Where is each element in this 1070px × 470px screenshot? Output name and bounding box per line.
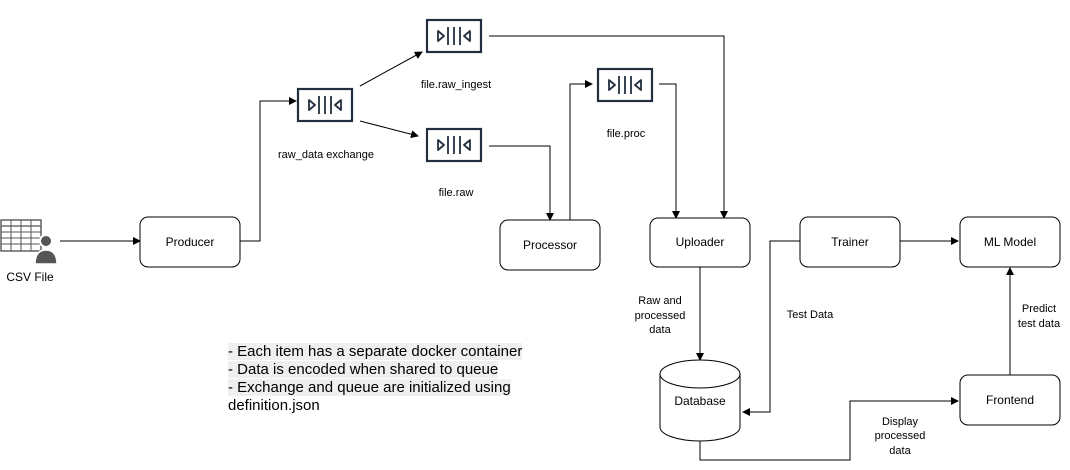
note-line: - Each item has a separate docker contai… (228, 343, 523, 361)
exchange-label: raw_data exchange (278, 149, 374, 161)
edge-exchange-to-raw-ingest (359, 51, 423, 87)
edge-raw-to-processor (489, 145, 554, 221)
processor-node[interactable]: Processor (499, 219, 601, 271)
uploader-node[interactable]: Uploader (649, 217, 751, 268)
note-text: - Data is encoded when shared to queue (228, 361, 499, 378)
edge-raw-ingest-to-uploader (489, 35, 728, 219)
ml-model-node[interactable]: ML Model (959, 216, 1061, 268)
note-line: definition.json (228, 397, 522, 415)
producer-label: Producer (166, 235, 215, 249)
edge-label-line: Raw and (638, 295, 681, 307)
queue-raw-ingest-label: file.raw_ingest (421, 79, 491, 91)
frontend-label: Frontend (986, 393, 1034, 407)
queue-icon (425, 18, 483, 54)
queue-proc-node[interactable]: file.proc (596, 67, 654, 140)
edge-label-test-data: Test Data (787, 309, 834, 321)
producer-node[interactable]: Producer (139, 216, 241, 268)
edge-label-line: Display (882, 416, 919, 428)
edge-label-line: processed (875, 430, 926, 442)
note-text: definition.json (228, 397, 320, 414)
database-cylinder-icon (659, 374, 741, 442)
exchange-icon (296, 87, 354, 123)
note-text: - Exchange and queue are initialized usi… (228, 379, 511, 396)
edge-label-predict: Predict test data (1018, 303, 1061, 330)
edge-database-to-frontend (699, 397, 959, 461)
edge-label-line: data (889, 445, 911, 457)
edge-trainer-to-database (742, 240, 800, 416)
queue-raw-label: file.raw (439, 187, 474, 199)
edge-producer-to-exchange (240, 97, 297, 242)
exchange-node[interactable]: raw_data exchange (278, 87, 374, 161)
edge-label-line: test data (1018, 318, 1061, 330)
edge-label-display: Display processed data (875, 416, 926, 457)
processor-label: Processor (523, 238, 577, 252)
edge-exchange-to-raw (359, 120, 419, 139)
queue-raw-node[interactable]: file.raw (425, 127, 483, 199)
ml-model-label: ML Model (984, 235, 1036, 249)
edge-proc-to-uploader (659, 83, 680, 219)
queue-proc-label: file.proc (607, 128, 646, 140)
frontend-node[interactable]: Frontend (959, 374, 1061, 426)
edge-label-line: Predict (1022, 303, 1056, 315)
trainer-node[interactable]: Trainer (799, 216, 901, 268)
queue-icon (596, 67, 654, 103)
queue-raw-ingest-node[interactable]: file.raw_ingest (421, 18, 491, 91)
note-line: - Data is encoded when shared to queue (228, 361, 522, 379)
spreadsheet-user-icon (0, 219, 58, 265)
database-node[interactable]: Database (659, 359, 741, 442)
note-line: - Exchange and queue are initialized usi… (228, 379, 522, 397)
csv-file-label: CSV File (6, 270, 54, 284)
edge-label-raw-processed: Raw and processed data (635, 295, 686, 336)
edges (60, 35, 1014, 461)
notes-block: - Each item has a separate docker contai… (228, 343, 523, 415)
queue-icon (425, 127, 483, 163)
csv-file-node: CSV File (0, 219, 58, 284)
edge-processor-to-proc (569, 80, 593, 220)
edge-label-line: data (649, 324, 671, 336)
database-label: Database (674, 394, 726, 408)
edge-label-line: processed (635, 310, 686, 322)
uploader-label: Uploader (676, 235, 725, 249)
trainer-label: Trainer (831, 235, 869, 249)
note-text: - Each item has a separate docker contai… (228, 343, 523, 360)
